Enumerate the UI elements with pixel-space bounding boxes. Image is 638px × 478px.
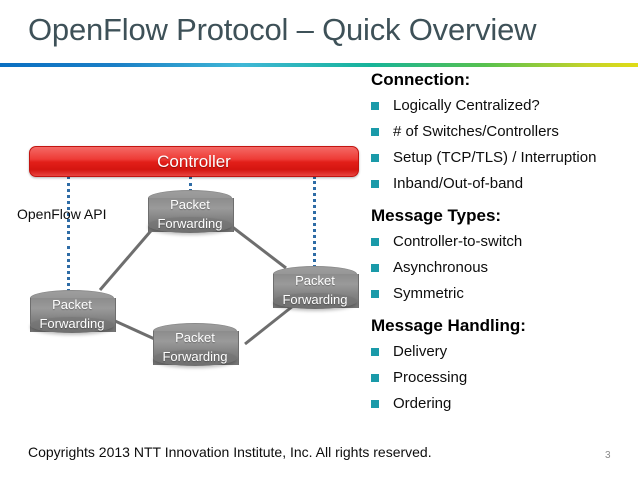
switch-label-line1: Packet <box>295 273 335 288</box>
list-item: Logically Centralized? <box>371 93 633 119</box>
switch-label-line2: Forwarding <box>162 349 228 364</box>
bullet-square-icon <box>371 238 379 246</box>
bullet-text: # of Switches/Controllers <box>393 123 559 140</box>
bullet-square-icon <box>371 400 379 408</box>
bullet-text: Inband/Out-of-band <box>393 175 524 192</box>
control-channel-right <box>313 176 319 268</box>
switch-node-top-label: Packet Forwarding <box>148 190 232 240</box>
list-item: Asynchronous <box>371 255 633 281</box>
bullet-text: Controller-to-switch <box>393 233 523 250</box>
bullet-square-icon <box>371 374 379 382</box>
copyright-footer: Copyrights 2013 NTT Innovation Institute… <box>28 444 432 460</box>
switch-node-bottom[interactable]: Packet Forwarding <box>153 323 239 373</box>
bullet-text: Setup (TCP/TLS) / Interruption <box>393 149 597 166</box>
control-channel-center <box>189 176 195 192</box>
switch-node-left[interactable]: Packet Forwarding <box>30 290 116 340</box>
bullet-text: Ordering <box>393 395 452 412</box>
cylinder-bottom-cap <box>30 317 114 333</box>
openflow-api-label: OpenFlow API <box>17 206 107 222</box>
switch-node-left-label: Packet Forwarding <box>30 290 114 340</box>
bullet-square-icon <box>371 180 379 188</box>
bullet-square-icon <box>371 290 379 298</box>
switch-label-line2: Forwarding <box>282 292 348 307</box>
cylinder-bottom-cap <box>148 217 232 233</box>
switch-label-line1: Packet <box>52 297 92 312</box>
section-heading-message-types: Message Types: <box>371 206 502 225</box>
switch-node-bottom-label: Packet Forwarding <box>153 323 237 373</box>
bullet-square-icon <box>371 102 379 110</box>
list-item: Setup (TCP/TLS) / Interruption <box>371 145 633 171</box>
list-item: Controller-to-switch <box>371 229 633 255</box>
switch-node-right-label: Packet Forwarding <box>273 266 357 316</box>
switch-label-line2: Forwarding <box>157 216 223 231</box>
bullet-text: Processing <box>393 369 468 386</box>
bullet-square-icon <box>371 348 379 356</box>
switch-label-line1: Packet <box>175 330 215 345</box>
bullet-square-icon <box>371 264 379 272</box>
page-title: OpenFlow Protocol – Quick Overview <box>28 12 537 47</box>
list-item: Symmetric <box>371 281 633 307</box>
cylinder-bottom-cap <box>273 293 357 309</box>
controller-node[interactable]: Controller <box>29 146 359 177</box>
controller-label: Controller <box>157 151 231 171</box>
list-item: Processing <box>371 365 633 391</box>
control-channel-left-lower <box>67 246 73 292</box>
content-column: Connection: Logically Centralized? # of … <box>371 68 633 417</box>
cylinder-bottom-cap <box>153 350 237 366</box>
list-item: Delivery <box>371 339 633 365</box>
section-heading-connection: Connection: <box>371 70 471 89</box>
section-heading-message-handling: Message Handling: <box>371 316 526 335</box>
switch-label-line1: Packet <box>170 197 210 212</box>
list-item: Inband/Out-of-band <box>371 171 633 197</box>
page-number: 3 <box>605 450 611 461</box>
switch-node-right[interactable]: Packet Forwarding <box>273 266 359 316</box>
openflow-topology-diagram: Controller OpenFlow API Packet Forwardin… <box>0 68 371 408</box>
bullet-text: Asynchronous <box>393 259 489 276</box>
control-channel-left <box>67 176 73 240</box>
switch-label-line2: Forwarding <box>39 316 105 331</box>
bullet-square-icon <box>371 154 379 162</box>
title-divider-rule <box>0 63 638 67</box>
bullet-text: Symmetric <box>393 285 464 302</box>
switch-node-top[interactable]: Packet Forwarding <box>148 190 234 240</box>
bullet-text: Delivery <box>393 343 448 360</box>
bullet-square-icon <box>371 128 379 136</box>
bullet-text: Logically Centralized? <box>393 97 540 114</box>
list-item: # of Switches/Controllers <box>371 119 633 145</box>
list-item: Ordering <box>371 391 633 417</box>
